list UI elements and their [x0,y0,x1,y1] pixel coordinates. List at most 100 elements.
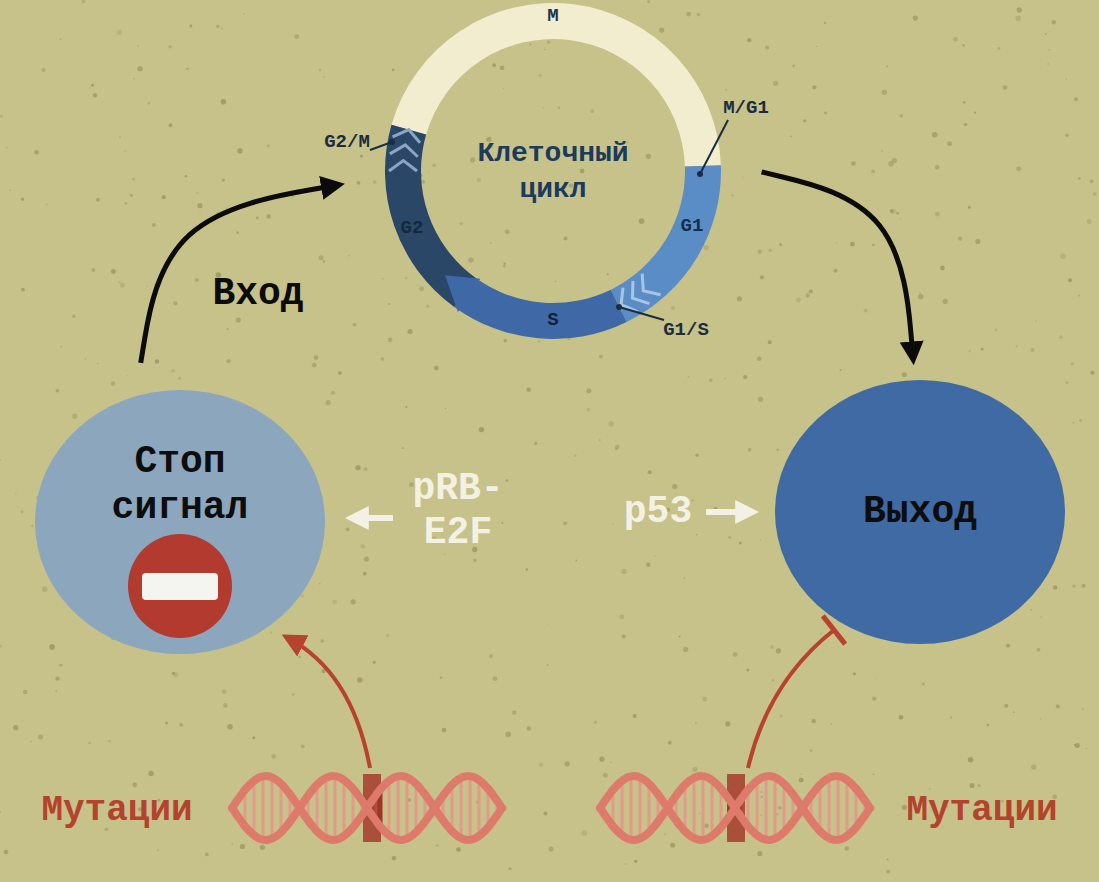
speckle [505,731,511,737]
speckle [0,645,2,648]
speckle [294,34,299,39]
speckle [392,69,395,72]
speckle [757,356,762,361]
speckle [702,697,707,702]
speckle [56,389,60,393]
speckle [4,850,9,855]
speckle [768,340,772,344]
speckle [55,676,59,680]
speckle [231,843,233,845]
speckle [793,65,795,67]
speckle [1075,743,1080,748]
speckle [432,163,436,167]
speckle [1052,20,1057,25]
edge-label: Вход [212,272,303,315]
speckle [962,44,964,46]
speckle [881,150,882,151]
speckle [0,460,1,461]
speckle [574,455,576,457]
speckle [539,763,543,767]
speckle [968,206,971,209]
speckle [599,756,604,761]
speckle [725,89,727,91]
speckle [357,677,362,682]
signal-arrow [706,509,752,515]
speckle [646,154,651,159]
speckle [267,214,271,218]
dna-rung [765,776,768,839]
speckle [586,388,591,393]
speckle [1078,295,1080,297]
speckle [929,788,931,790]
dna-rung [693,778,696,838]
speckle [940,266,945,271]
speckle [692,767,697,772]
dna-strand [600,776,870,840]
speckle [132,783,137,788]
speckle [529,43,531,45]
speckle [492,676,497,681]
speckle [668,741,672,745]
speckle [93,93,97,97]
speckle [761,795,764,798]
speckle [563,521,567,525]
speckle [687,376,689,378]
phase-chevron [389,161,417,171]
speckle [836,242,837,243]
dna-rung [621,781,624,836]
speckle [647,0,650,3]
speckle [407,329,412,334]
speckle [695,454,698,457]
inhibition-line [748,630,834,768]
speckle [558,107,560,109]
speckle [953,37,958,42]
speckle [72,413,77,418]
speckle [1013,711,1015,713]
speckle [760,275,764,279]
speckle [60,38,62,40]
speckle [155,359,159,363]
speckle [612,524,613,525]
no-entry-disc [128,534,232,638]
speckle [321,639,324,642]
speckle [633,714,637,718]
speckle [477,178,482,183]
ellipse-shape [775,380,1065,644]
speckle [388,337,393,342]
speckle [252,736,255,739]
speckle [824,22,827,25]
speckle [758,250,762,254]
speckle [724,378,726,380]
phase-label: G1 [681,215,704,238]
speckle [1065,134,1068,137]
speckle [271,754,276,759]
speckle [544,49,545,50]
speckle [1017,7,1022,12]
speckle [534,442,537,445]
speckle [72,315,75,318]
speckle [360,154,363,157]
speckle [995,329,998,332]
speckle [654,555,655,556]
speckle [42,586,48,592]
speckle [872,244,875,247]
speckle [492,63,496,67]
speckle [489,654,493,658]
phase-chevron [642,274,660,295]
speckle [1090,179,1094,183]
speckle [428,172,429,173]
speckle [776,648,781,653]
speckle [270,631,272,633]
speckle [178,377,181,380]
node-outline [385,3,721,339]
speckle [1087,219,1092,224]
speckle [49,644,55,650]
speckle [373,180,377,184]
speckle [686,12,691,17]
speckle [1030,348,1034,352]
speckle [582,830,587,835]
speckle [1074,744,1076,746]
stop-signal-circle: Стоп сигнал [35,390,325,654]
speckle [919,292,921,294]
speckle [731,194,733,196]
